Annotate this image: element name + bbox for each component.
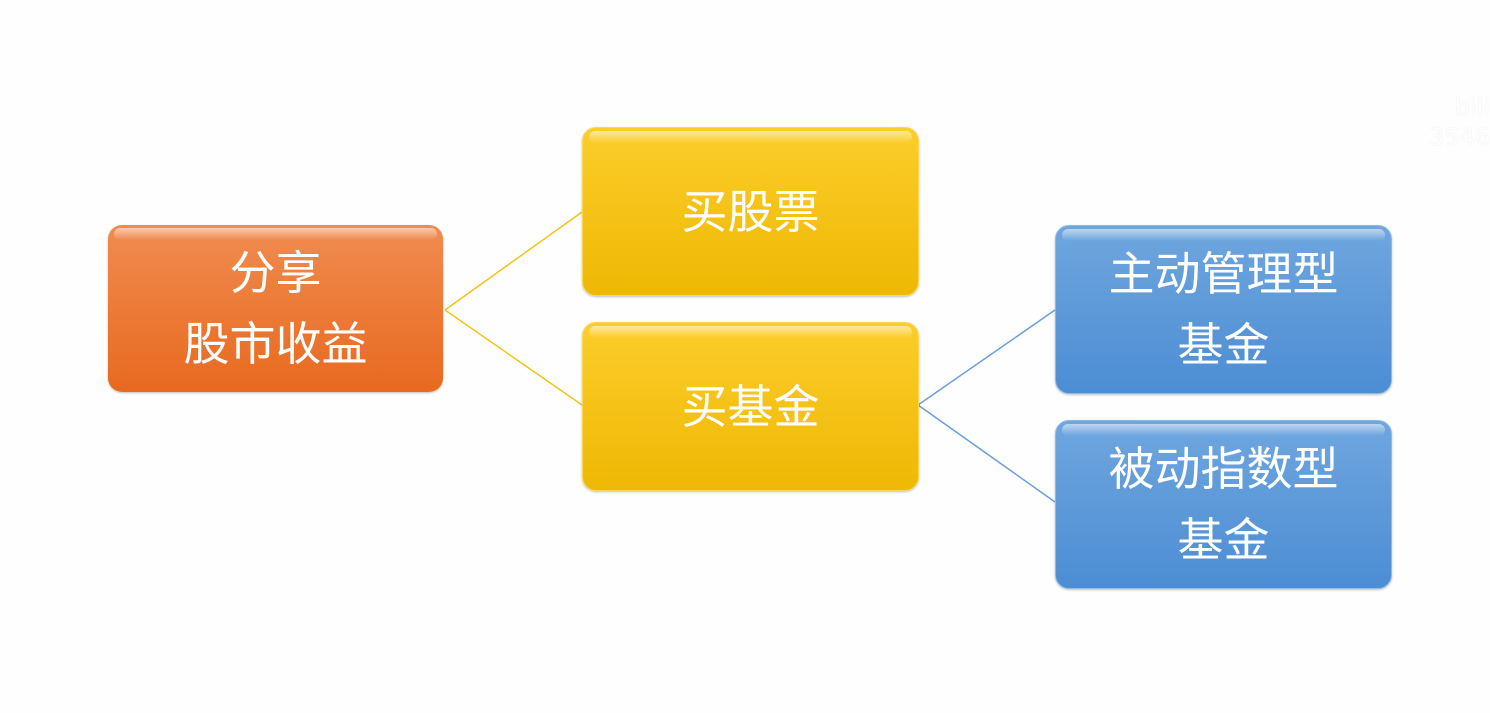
root-node: 分享 股市收益 bbox=[108, 225, 443, 392]
root-node-line-1: 分享 bbox=[229, 246, 322, 300]
connector-funds-to-active bbox=[917, 309, 1056, 406]
node-active-fund-line-2: 基金 bbox=[1177, 318, 1270, 372]
node-passive-fund-line-2: 基金 bbox=[1177, 513, 1270, 567]
connector-funds-to-passive bbox=[917, 404, 1056, 503]
node-buy-stocks-label: 买股票 bbox=[681, 184, 820, 239]
node-buy-funds: 买基金 bbox=[582, 322, 919, 491]
node-passive-fund-line-1: 被动指数型 bbox=[1108, 442, 1339, 496]
watermark-line-1: bili bbox=[1454, 93, 1490, 121]
node-active-fund: 主动管理型 基金 bbox=[1055, 225, 1392, 394]
root-node-line-2: 股市收益 bbox=[183, 317, 368, 371]
connector-root-to-stocks bbox=[444, 211, 583, 311]
node-active-fund-line-1: 主动管理型 bbox=[1108, 247, 1339, 301]
watermark: bili 3546 bbox=[1429, 92, 1490, 152]
watermark-line-2: 3546 bbox=[1428, 123, 1490, 151]
node-buy-stocks: 买股票 bbox=[582, 127, 919, 296]
node-passive-index-fund: 被动指数型 基金 bbox=[1055, 420, 1392, 589]
node-buy-funds-label: 买基金 bbox=[681, 379, 820, 434]
connector-root-to-funds bbox=[444, 309, 583, 406]
